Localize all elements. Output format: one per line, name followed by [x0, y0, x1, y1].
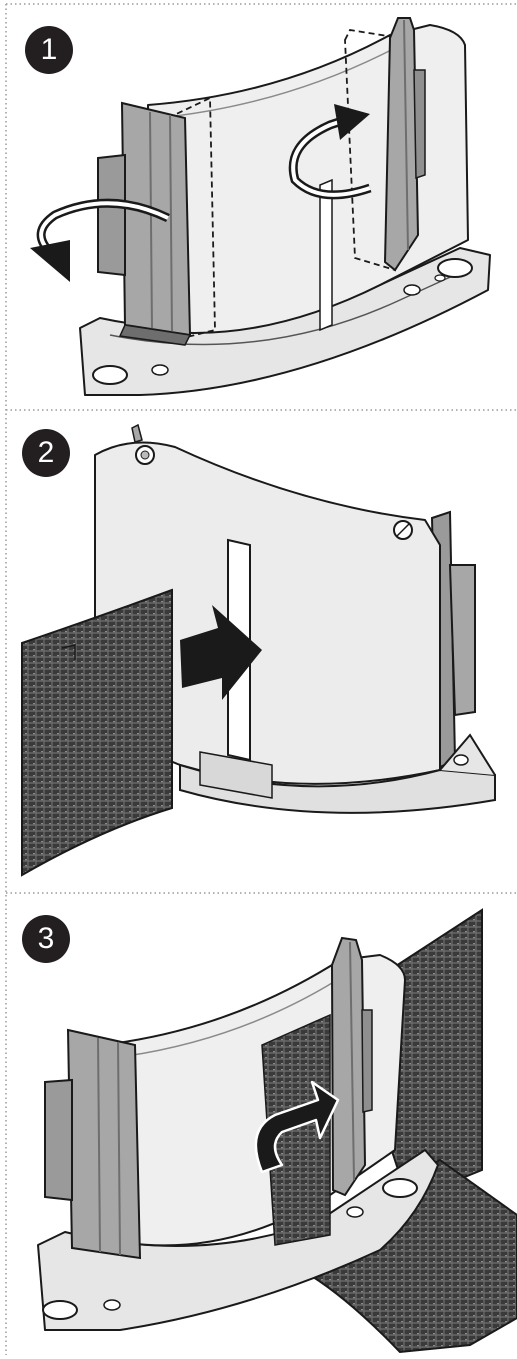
dashed-outline: [344, 29, 401, 272]
filter-mesh: [261, 1013, 331, 1246]
right-clip: [330, 936, 373, 1197]
filter-mesh: [21, 588, 173, 877]
panel-3: [37, 908, 517, 1354]
panel-frame: [5, 3, 517, 1355]
filter-mesh: [283, 1158, 517, 1354]
rotate-arrow-icon: [288, 104, 372, 200]
push-arrow-icon: [180, 605, 262, 700]
step-badge-2: [22, 429, 70, 477]
step-badge-3: [22, 915, 70, 963]
step-badge-1: [25, 26, 73, 74]
panel-2: [21, 423, 496, 877]
left-clip: [44, 1028, 142, 1260]
right-clip: [383, 17, 426, 272]
panel-1: [30, 17, 491, 396]
left-clip: [97, 101, 192, 346]
rotate-arrow-icon: [30, 198, 170, 282]
curved-arrow-icon: [254, 1080, 340, 1174]
